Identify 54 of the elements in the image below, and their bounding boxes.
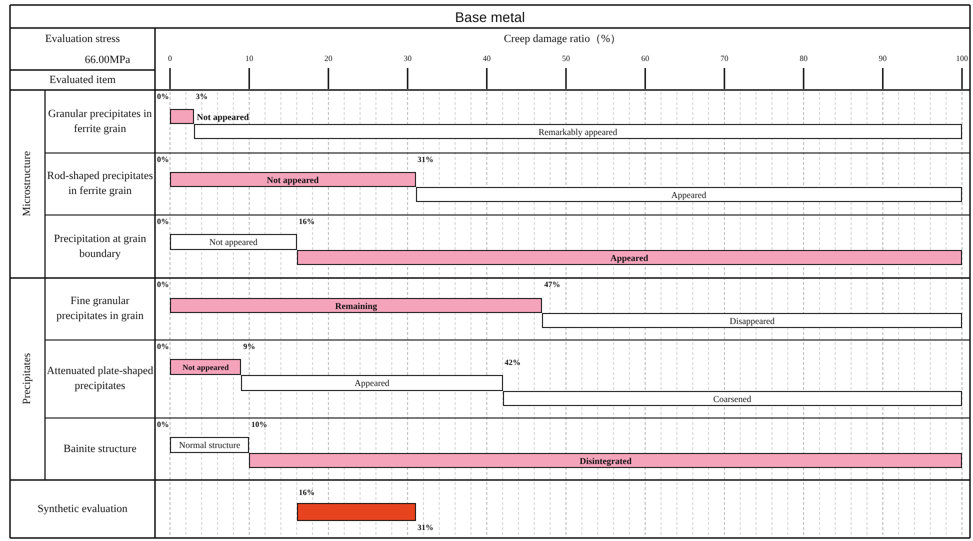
tick-label: 70 — [719, 54, 730, 65]
row-label: Fine granular precipitates in grain — [55, 294, 145, 324]
percent-label: 31% — [418, 523, 434, 532]
stage-bar: Not appeared — [170, 172, 416, 187]
percent-label: 0% — [157, 217, 169, 226]
row-label: Bainite structure — [62, 442, 138, 457]
percent-label: 0% — [157, 342, 169, 351]
percent-label: 16% — [298, 488, 315, 497]
stage-bar: Disappeared — [542, 313, 962, 328]
percent-label: 0% — [157, 420, 169, 429]
stage-bar: Not appeared — [170, 359, 242, 375]
percent-label: 3% — [196, 92, 208, 101]
table-title: Base metal — [454, 8, 526, 27]
stage-bar: Appeared — [241, 375, 503, 391]
group-label: Microstructure — [20, 151, 34, 217]
row-label: Precipitation at grain boundary — [52, 232, 148, 262]
stage-bar: Disintegrated — [249, 453, 962, 468]
tick-label: 90 — [878, 54, 888, 65]
column-header: Evaluation stress — [44, 32, 121, 47]
row-label: Rod-shaped precipitates in ferrite grain — [46, 169, 154, 199]
percent-label: 0% — [157, 155, 169, 164]
percent-label: 31% — [418, 155, 434, 164]
percent-label: 10% — [251, 420, 268, 429]
stage-bar: Remarkably appeared — [194, 124, 962, 139]
percent-label: 16% — [298, 217, 315, 226]
stage-bar: Appeared — [416, 187, 962, 202]
column-header: Evaluated item — [48, 73, 117, 88]
tick-label: 20 — [323, 54, 334, 65]
tick-label: 10 — [244, 54, 254, 65]
stage-bar: Not appeared — [170, 109, 269, 124]
row-label: Synthetic evaluation — [36, 502, 129, 517]
percent-label: 9% — [243, 342, 256, 351]
stage-bar: Remaining — [170, 298, 542, 313]
percent-label: 42% — [504, 358, 521, 367]
stage-bar: Not appeared — [170, 234, 297, 250]
tick-label: 100 — [955, 54, 969, 65]
group-label: Precipitates — [20, 353, 34, 405]
stage-bar: Appeared — [296, 250, 962, 265]
percent-label: 47% — [544, 280, 560, 289]
percent-label: 0% — [157, 280, 169, 289]
result-bar — [296, 503, 416, 521]
stage-bar: Normal structure — [170, 437, 250, 453]
axis-title: Creep damage ratio（%） — [502, 32, 622, 47]
tick-label: 30 — [402, 54, 413, 65]
stage-bar: Coarsened — [502, 391, 962, 406]
tick-label: 80 — [798, 54, 809, 65]
stress-value: 66.00MPa — [84, 52, 132, 68]
percent-label: 0% — [157, 92, 169, 101]
row-label: Attenuated plate-shaped precipitates — [46, 364, 154, 394]
tick-label: 40 — [482, 54, 492, 65]
row-label: Granular precipitates in ferrite grain — [47, 106, 153, 136]
tick-label: 60 — [640, 54, 650, 65]
tick-label: 0 — [167, 54, 173, 65]
tick-label: 50 — [561, 54, 571, 65]
